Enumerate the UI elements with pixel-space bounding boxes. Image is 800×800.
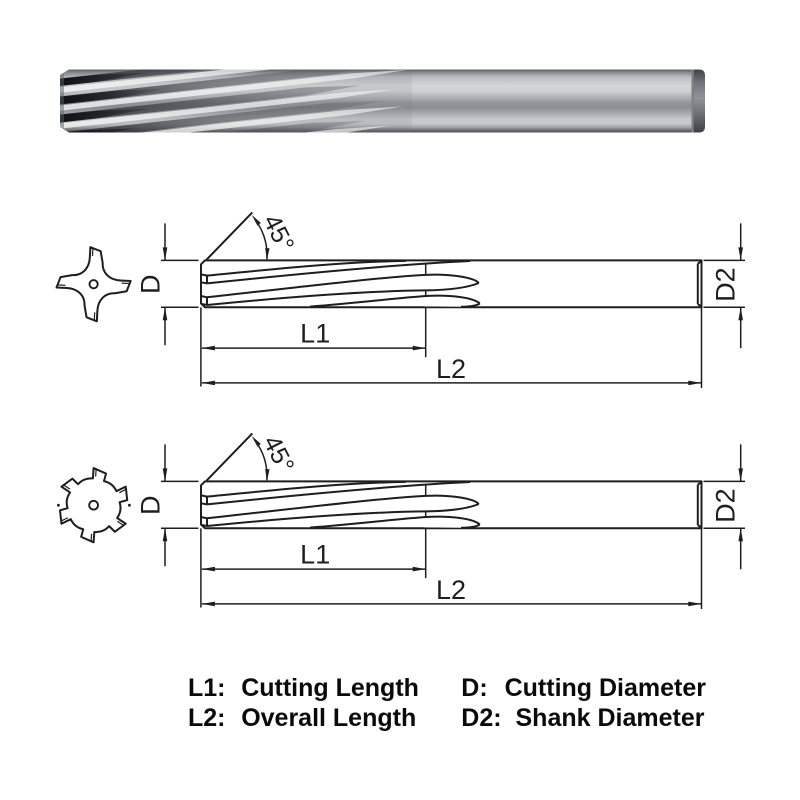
svg-text:D2: D2 <box>711 488 741 523</box>
svg-text:Cutting Diameter: Cutting Diameter <box>505 674 707 702</box>
svg-text:Shank Diameter: Shank Diameter <box>516 704 705 732</box>
svg-text:L1: L1 <box>300 540 330 570</box>
svg-text:L2: L2 <box>436 354 466 384</box>
svg-text:45°: 45° <box>257 431 299 477</box>
svg-text:45°: 45° <box>257 210 299 256</box>
svg-text:D: D <box>136 496 166 516</box>
svg-text:L1: L1 <box>300 319 330 349</box>
svg-text:D:: D: <box>461 674 487 702</box>
svg-text:L2:: L2: <box>188 704 226 732</box>
svg-text:L1:: L1: <box>188 674 226 702</box>
svg-text:D2:: D2: <box>461 704 501 732</box>
svg-text:D2: D2 <box>711 267 741 302</box>
svg-text:Cutting Length: Cutting Length <box>241 674 419 702</box>
svg-text:D: D <box>136 275 166 295</box>
svg-text:L2: L2 <box>436 575 466 605</box>
svg-text:Overall Length: Overall Length <box>241 704 416 732</box>
